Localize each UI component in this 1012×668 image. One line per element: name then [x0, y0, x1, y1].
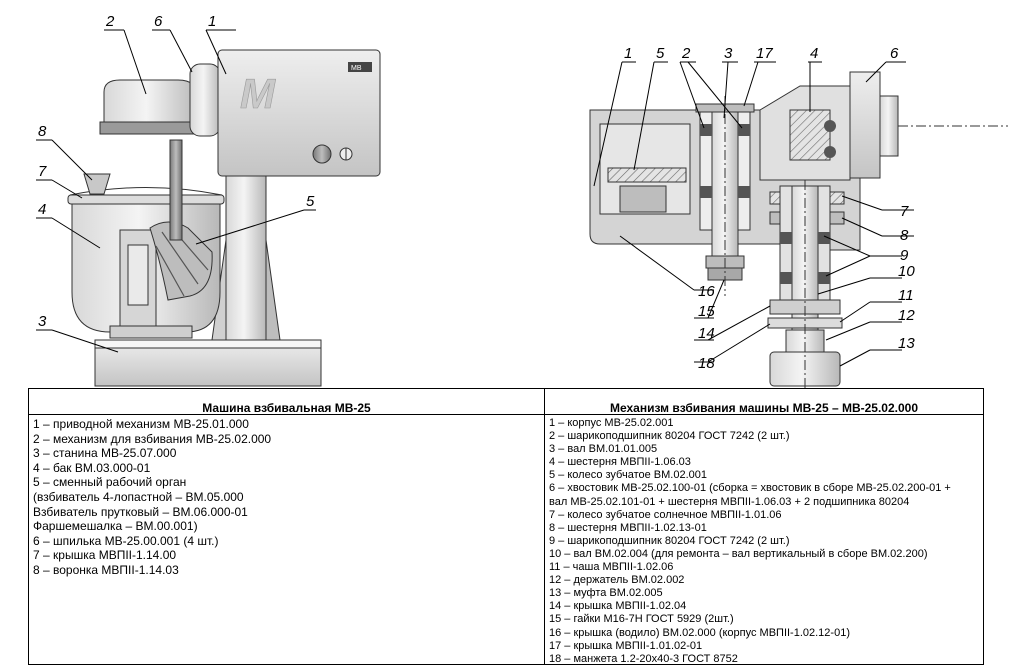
callout-r14: 14 [698, 325, 715, 342]
mechanism-parts-list: 1 – корпус МВ-25.02.001 2 – шарикоподшип… [545, 415, 983, 668]
left-leaders [36, 29, 316, 353]
callout-1: 1 [208, 13, 216, 30]
list-item: 2 – механизм для взбивания МВ-25.02.000 [33, 431, 272, 446]
list-item: 8 – шестерня МВПII-1.02.13-01 [549, 521, 707, 534]
list-item: 2 – шарикоподшипник 80204 ГОСТ 7242 (2 ш… [549, 430, 790, 443]
callout-r3: 3 [724, 45, 733, 62]
callout-r11: 11 [898, 287, 914, 304]
callout-3: 3 [38, 313, 47, 330]
list-item: Взбиватель прутковый – ВМ.06.000-01 [33, 504, 248, 519]
list-item: 16 – крышка (водило) ВМ.02.000 (корпус М… [549, 626, 850, 639]
right-leaders [593, 61, 914, 367]
list-item: 11 – чаша МВПII-1.02.06 [549, 561, 674, 574]
callout-4: 4 [38, 201, 46, 218]
callout-r7: 7 [900, 203, 909, 220]
machine-drawing: M МВ [67, 49, 381, 387]
list-item: 14 – крышка МВПII-1.02.04 [549, 600, 687, 613]
shank [849, 71, 881, 179]
callout-r16: 16 [698, 283, 715, 300]
list-item: 1 – корпус МВ-25.02.001 [549, 417, 674, 429]
callout-r4: 4 [810, 45, 818, 62]
list-item: 3 – станина МВ-25.07.000 [33, 446, 177, 461]
mechanism-drawing [589, 71, 1008, 390]
funnel [83, 173, 111, 195]
callout-r2: 2 [681, 45, 691, 62]
callout-6: 6 [154, 13, 163, 30]
callout-r1: 1 [624, 45, 632, 62]
mechanism-parts-title: Механизм взбивания машины МВ-25 – МВ-25.… [545, 389, 983, 415]
list-item: Фаршемешалка – ВМ.00.001) [33, 519, 198, 534]
machine-column [225, 175, 267, 341]
list-item: 10 – вал ВМ.02.004 (для ремонта – вал ве… [549, 547, 928, 560]
callout-r8: 8 [900, 227, 909, 244]
list-item: 4 – бак ВМ.03.000-01 [33, 460, 151, 475]
list-item: 6 – шпилька МВ-25.00.001 (4 шт.) [33, 533, 219, 548]
mechanism-parts-column: Механизм взбивания машины МВ-25 – МВ-25.… [545, 389, 983, 665]
callout-r5: 5 [656, 45, 665, 62]
callout-r15: 15 [698, 303, 715, 320]
callout-2: 2 [105, 13, 115, 30]
callout-7: 7 [38, 163, 47, 180]
brand-logo: M [240, 70, 276, 117]
callout-r17: 17 [756, 45, 773, 62]
list-item: 12 – держатель ВМ.02.002 [549, 574, 685, 587]
list-item: 9 – шарикоподшипник 80204 ГОСТ 7242 (2 ш… [549, 534, 790, 547]
name-plate: МВ [351, 65, 362, 72]
callout-r13: 13 [898, 335, 915, 352]
list-item: (взбиватель 4-лопастной – ВМ.05.000 [33, 489, 244, 504]
list-item: 8 – воронка МВПII-1.14.03 [33, 562, 179, 577]
callout-r18: 18 [698, 355, 715, 372]
parts-table: Машина взбивальная МВ-25 1 – приводной м… [28, 388, 984, 665]
callout-r12: 12 [898, 307, 915, 324]
gear-wheel [607, 167, 687, 183]
list-item: 7 – крышка МВПII-1.14.00 [33, 548, 177, 563]
start-knob [312, 144, 332, 164]
list-item: 17 – крышка МВПII-1.01.02-01 [549, 639, 703, 652]
right-callouts: 1 2 3 4 5 6 7 8 9 10 11 12 13 14 15 16 1… [624, 45, 915, 372]
list-item: 1 – приводной механизм МВ-25.01.000 [33, 417, 249, 431]
list-item: 5 – сменный рабочий орган [33, 475, 187, 490]
list-item: 15 – гайки М16-7Н ГОСТ 5929 (2шт.) [549, 613, 734, 626]
list-item: 4 – шестерня МВПII-1.06.03 [549, 456, 691, 469]
list-item: 13 – муфта ВМ.02.005 [549, 587, 663, 600]
callout-r10: 10 [898, 263, 915, 280]
drawings-area: M МВ 1 2 3 4 5 6 7 8 [36, 13, 1008, 390]
machine-parts-list: 1 – приводной механизм МВ-25.01.000 2 – … [29, 415, 544, 580]
callout-r6: 6 [890, 45, 899, 62]
pinion [789, 109, 831, 161]
list-item: 18 – манжета 1.2-20х40-3 ГОСТ 8752 [549, 652, 738, 665]
list-item: 6 – хвостовик МВ-25.02.100-01 (сборка = … [549, 482, 951, 495]
machine-parts-title: Машина взбивальная МВ-25 [29, 389, 544, 415]
drive-housing [217, 49, 381, 177]
list-item: 5 – колесо зубчатое ВМ.02.001 [549, 469, 707, 482]
callout-8: 8 [38, 123, 47, 140]
left-callouts: 1 2 3 4 5 6 7 8 [38, 13, 315, 330]
machine-parts-column: Машина взбивальная МВ-25 1 – приводной м… [29, 389, 545, 664]
list-item: 3 – вал ВМ.01.01.005 [549, 443, 658, 456]
callout-r9: 9 [900, 247, 909, 264]
list-item: вал МВ-25.02.101-01 + шестерня МВПII-1.0… [549, 495, 910, 508]
callout-5: 5 [306, 193, 315, 210]
list-item: 7 – колесо зубчатое солнечное МВПII-1.01… [549, 508, 782, 521]
